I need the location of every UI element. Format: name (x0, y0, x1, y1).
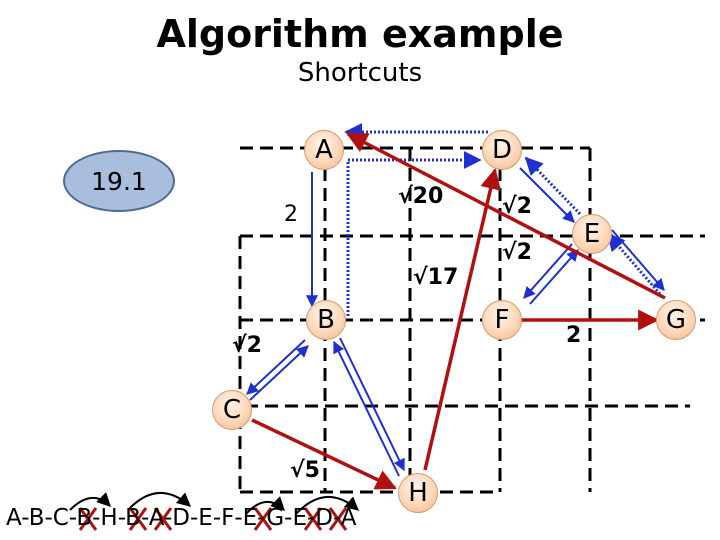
slide-title: Algorithm example (156, 12, 564, 56)
weight-ad: √20 (398, 184, 444, 209)
weight-ch: √5 (290, 458, 320, 483)
weight-fg: 2 (566, 323, 582, 348)
weight-de: √2 (502, 194, 532, 219)
node-e: E (572, 214, 612, 254)
node-a-label: A (315, 135, 333, 165)
sequence-arcs (69, 491, 360, 515)
node-d-label: D (491, 135, 513, 165)
node-f-label: F (494, 305, 510, 335)
cost-ellipse: 19.1 (63, 150, 175, 212)
node-c-label: C (222, 395, 242, 425)
node-g-label: G (665, 305, 687, 335)
tour-sequence: A-B-C-B-H-B-A-D-E-F-E-G-E-D-A (6, 505, 357, 531)
node-h: H (398, 473, 438, 513)
shortcut-edges (251, 132, 666, 490)
weight-ab: 2 (284, 202, 298, 227)
sequence-crosses (78, 507, 348, 531)
node-a: A (304, 130, 344, 170)
weight-bh: √17 (413, 265, 459, 290)
node-d: D (482, 130, 522, 170)
node-h-label: H (408, 478, 428, 508)
weight-bc: √2 (232, 333, 262, 358)
slide-subtitle: Shortcuts (297, 58, 423, 88)
node-f: F (482, 300, 522, 340)
node-b-label: B (317, 305, 335, 335)
tree-edges (246, 123, 665, 477)
node-e-label: E (583, 219, 601, 249)
node-g: G (656, 300, 696, 340)
node-c: C (212, 390, 252, 430)
node-b: B (306, 300, 346, 340)
cost-value: 19.1 (91, 166, 147, 196)
weight-ef: √2 (502, 240, 532, 265)
